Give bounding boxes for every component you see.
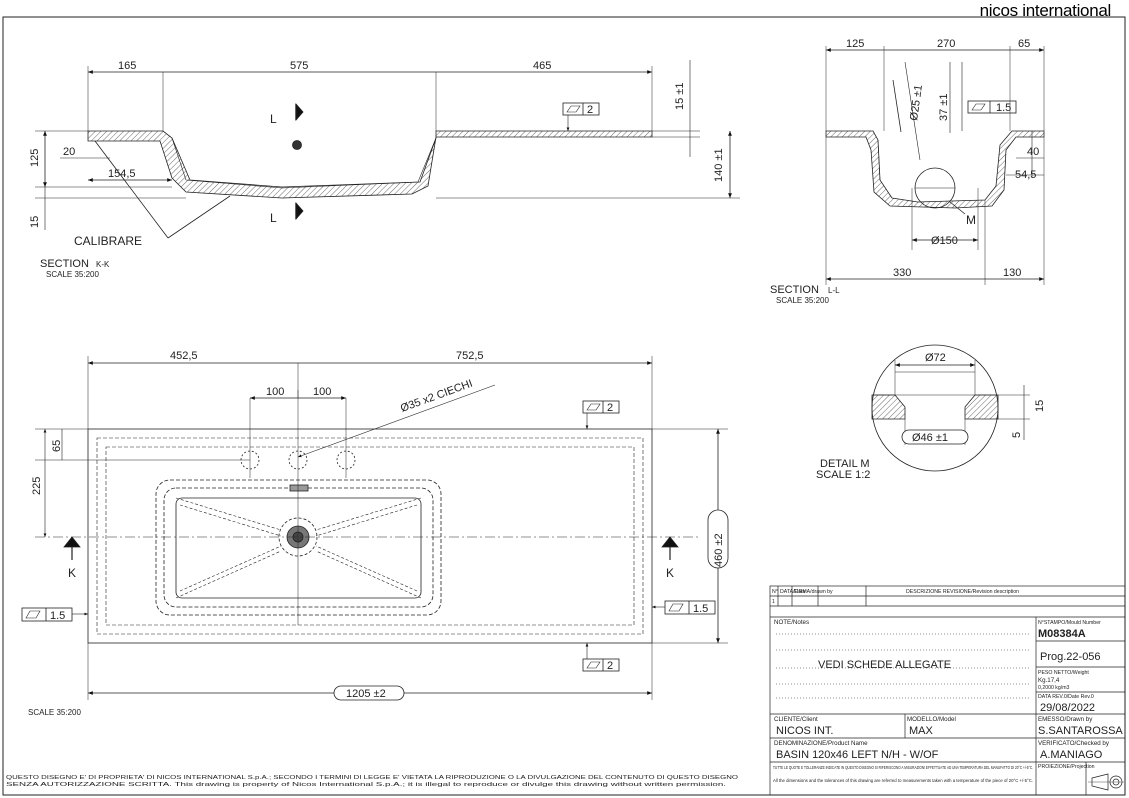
- client-value: NICOS INT.: [776, 725, 833, 737]
- ll-dim-54: 54,5: [1015, 169, 1036, 181]
- detail-dim-15: 15: [1034, 400, 1046, 412]
- model-label: MODELLO/Model: [907, 716, 956, 723]
- kk-scale: SCALE 35:200: [46, 270, 99, 279]
- kk-dim-575: 575: [290, 60, 308, 72]
- kk-title-suffix: K-K: [96, 260, 110, 269]
- plan-dim-452: 452,5: [170, 350, 198, 362]
- product-label: DENOMINAZIONE/Product Name: [774, 740, 868, 747]
- plan-flatness-right: 1.5: [693, 603, 708, 615]
- title-block-text: N° DATA/Date FIRMA/drawn by DESCRIZIONE …: [772, 589, 1123, 783]
- kk-cut-label-top: L: [270, 112, 277, 126]
- detail-dim-d72: Ø72: [925, 352, 946, 364]
- rev-row-number: 1: [772, 599, 775, 605]
- product-value: BASIN 120x46 LEFT N/H - W/OF: [776, 749, 939, 761]
- model-value: MAX: [909, 725, 934, 737]
- ll-detail-ref: M: [966, 213, 976, 227]
- title-block: [769, 585, 1126, 796]
- kk-dim-20: 20: [63, 146, 75, 158]
- tolerance-en: All the dimensions and the tolerances of…: [773, 778, 1033, 783]
- section-ll-labels: 125 270 65 Ø25 ±1 37 ±1 1.5 40 54,5 M Ø1…: [770, 38, 1039, 305]
- ll-dim-37: 37 ±1: [938, 94, 950, 121]
- plan-cut-right: K: [666, 566, 674, 580]
- prog-value: Prog.22-056: [1040, 651, 1101, 663]
- ll-dim-125: 125: [846, 38, 864, 50]
- section-ll: [825, 46, 1045, 285]
- rev-header-drawn: FIRMA/drawn by: [794, 589, 833, 595]
- detail-m: [871, 344, 1030, 472]
- plan-dim-100b: 100: [313, 386, 331, 398]
- drawn-value: S.SANTAROSSA: [1038, 725, 1123, 737]
- projection-label: PROIEZIONE/Projection: [1038, 764, 1095, 770]
- date-label: DATA REV.0/Date Rev.0: [1038, 694, 1094, 700]
- detail-scale: SCALE 1:2: [816, 469, 870, 481]
- plan-flatness-left: 1.5: [50, 610, 65, 622]
- plan-cut-left: K: [68, 566, 76, 580]
- kk-dim-140pm1: 140 ±1: [713, 148, 725, 182]
- tolerance-it: TUTTE LE QUOTE E TOLLERANZE INDICATE IN …: [773, 765, 1033, 770]
- plan-view: [21, 356, 729, 701]
- detail-title: DETAIL M: [820, 458, 870, 470]
- ll-flatness-value: 1.5: [996, 102, 1011, 114]
- weight-value: Kg.17,4: [1038, 677, 1060, 684]
- notes-label: NOTE/Notes: [774, 619, 809, 626]
- plan-labels: 452,5 752,5 100 100 Ø35 x2 CIECHI 2 2 1.…: [28, 350, 725, 717]
- detail-dim-d46: Ø46 ±1: [912, 432, 948, 444]
- section-kk: [35, 60, 740, 239]
- notes-text: VEDI SCHEDE ALLEGATE: [818, 659, 951, 671]
- detail-dim-5: 5: [1011, 432, 1023, 438]
- ll-dim-65: 65: [1018, 38, 1030, 50]
- kk-dim-125: 125: [29, 149, 41, 167]
- ll-dim-270: 270: [937, 38, 955, 50]
- rev-header-date: DATA/Date: [780, 589, 806, 595]
- plan-flatness-bottom: 2: [607, 660, 613, 672]
- kk-cut-label-bottom: L: [270, 211, 277, 225]
- kk-calibrare: CALIBRARE: [74, 234, 142, 248]
- client-label: CLIENTE/Client: [774, 716, 818, 723]
- checked-value: A.MANIAGO: [1040, 749, 1103, 761]
- ll-dim-330: 330: [893, 267, 911, 279]
- kk-dim-465: 465: [533, 60, 551, 72]
- ll-dim-d150: Ø150: [931, 235, 958, 247]
- sheet-frame: [2, 16, 1126, 796]
- kk-dim-165: 165: [118, 60, 136, 72]
- date-value: 29/08/2022: [1040, 702, 1095, 714]
- rev-header-n: N°: [772, 589, 778, 595]
- plan-dim-752: 752,5: [456, 350, 484, 362]
- plan-dim-100a: 100: [266, 386, 284, 398]
- plan-holes-note: Ø35 x2 CIECHI: [399, 378, 474, 415]
- drawn-label: EMESSO/Drawn by: [1038, 716, 1093, 723]
- ll-dim-40: 40: [1027, 146, 1039, 158]
- rev-header-desc: DESCRIZIONE REVISIONE/Revision descripti…: [906, 589, 1019, 595]
- plan-dim-225: 225: [31, 477, 43, 495]
- kk-dim-15pm1: 15 ±1: [674, 83, 686, 110]
- ll-dim-130: 130: [1003, 267, 1021, 279]
- ll-title: SECTION: [770, 284, 819, 296]
- stamp-value: M08384A: [1038, 628, 1086, 640]
- weight-label: PESO NETTO/Weight: [1038, 670, 1089, 676]
- ll-dim-d25: Ø25 ±1: [908, 84, 925, 121]
- plan-dim-width: 1205 ±2: [346, 688, 386, 700]
- plan-flatness-top: 2: [607, 402, 613, 414]
- ll-title-suffix: L-L: [828, 286, 840, 295]
- footer-line2: SENZA AUTORIZZAZIONE SCRITTA. This drawi…: [6, 782, 727, 788]
- section-kk-labels: 165 575 465 15 ±1 140 ±1 125 15 20 154,5…: [29, 60, 725, 279]
- footer-line1: QUESTO DISEGNO E' DI PROPRIETA' DI NICOS…: [6, 775, 739, 781]
- plan-dim-65: 65: [51, 440, 63, 452]
- plan-scale: SCALE 35:200: [28, 708, 81, 717]
- kk-dim-154: 154,5: [108, 168, 136, 180]
- ll-scale: SCALE 35:200: [776, 296, 829, 305]
- plan-dim-depth: 460 ±2: [713, 533, 725, 567]
- brand-logo: nicos international: [979, 1, 1112, 20]
- kk-dim-15: 15: [29, 216, 41, 228]
- kk-title: SECTION: [40, 258, 89, 270]
- kk-flatness-value: 2: [587, 104, 593, 116]
- checked-label: VERIFICATO/Checked by: [1038, 740, 1110, 747]
- detail-m-labels: Ø72 Ø46 ±1 15 5 DETAIL M SCALE 1:2: [816, 352, 1046, 481]
- stamp-label: N°STAMPO/Mould Number: [1038, 620, 1101, 626]
- footer: QUESTO DISEGNO E' DI PROPRIETA' DI NICOS…: [6, 775, 739, 788]
- density-value: 0,2000 kg/m3: [1038, 685, 1070, 691]
